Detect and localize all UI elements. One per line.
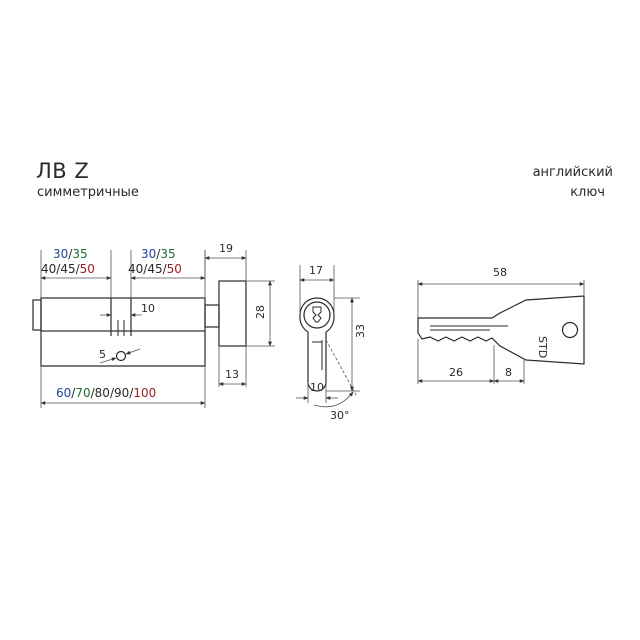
right-bottom-value-2: 45 — [147, 262, 162, 276]
dim-front-bottom: 10 — [310, 381, 324, 394]
length-value-7: / — [129, 386, 134, 400]
length-value-1: / — [71, 386, 76, 400]
knob — [218, 280, 247, 347]
key-hole — [561, 321, 579, 339]
cylinder-side-view — [32, 280, 247, 367]
right-top-value-2: 35 — [160, 247, 175, 261]
key-type-label: английский — [532, 165, 613, 180]
dim-key-length: 58 — [493, 266, 507, 279]
keyway — [312, 306, 322, 323]
dim-key-blade: 26 — [449, 366, 463, 379]
key-brand: STD — [536, 336, 549, 358]
cylinder-body-top — [40, 297, 206, 332]
right-bottom-value-3: / — [163, 262, 168, 276]
length-value-6: 90 — [114, 386, 129, 400]
length-value-3: / — [91, 386, 96, 400]
length-value-4: 80 — [95, 386, 110, 400]
screw-hole — [115, 350, 127, 362]
left-bottom-value-0: 40 — [41, 262, 56, 276]
key-outline — [417, 295, 585, 365]
plug-circle — [303, 301, 331, 329]
left-bottom-value-4: 50 — [80, 262, 95, 276]
dim-angle: 30° — [330, 409, 350, 422]
left-row-1: 30/35 — [53, 247, 88, 261]
model-title: ЛВ Z — [36, 159, 90, 183]
right-bottom-value-4: 50 — [167, 262, 182, 276]
length-value-0: 60 — [56, 386, 71, 400]
cam-slot — [110, 298, 132, 336]
left-bottom-value-3: / — [76, 262, 81, 276]
right-row-2: 40/45/50 — [128, 262, 182, 276]
left-top-value-0: 30 — [53, 247, 68, 261]
cam-profile — [312, 340, 323, 370]
dim-key-shoulder: 8 — [505, 366, 512, 379]
left-bottom-value-1: / — [56, 262, 61, 276]
right-bottom-value-0: 40 — [128, 262, 143, 276]
dim-cam-gap: 10 — [141, 302, 155, 315]
dim-screw: 5 — [99, 348, 106, 361]
left-bottom-value-2: 45 — [60, 262, 75, 276]
dim-knob-offset: 13 — [225, 368, 239, 381]
key-type-label-2: ключ — [570, 185, 605, 200]
left-row-2: 40/45/50 — [41, 262, 95, 276]
model-subtitle: симметричные — [37, 185, 139, 200]
length-value-5: / — [110, 386, 115, 400]
knob-shaft — [204, 304, 220, 328]
length-series: 60/70/80/90/100 — [56, 386, 156, 400]
right-top-value-0: 30 — [141, 247, 156, 261]
dim-knob-width: 19 — [219, 242, 233, 255]
length-value-8: 100 — [133, 386, 156, 400]
left-plug — [32, 299, 42, 331]
dim-front-height: 33 — [354, 324, 367, 338]
key-drawing — [417, 295, 585, 365]
left-top-value-2: 35 — [72, 247, 87, 261]
left-top-value-1: / — [68, 247, 73, 261]
front-profile — [299, 297, 335, 392]
length-value-2: 70 — [75, 386, 90, 400]
cylinder-body-bottom — [40, 331, 206, 367]
right-top-value-1: / — [156, 247, 161, 261]
right-bottom-value-1: / — [143, 262, 148, 276]
cylinder-front-view — [299, 297, 335, 392]
right-row-1: 30/35 — [141, 247, 176, 261]
dim-height: 28 — [254, 305, 267, 319]
dim-front-width: 17 — [309, 264, 323, 277]
